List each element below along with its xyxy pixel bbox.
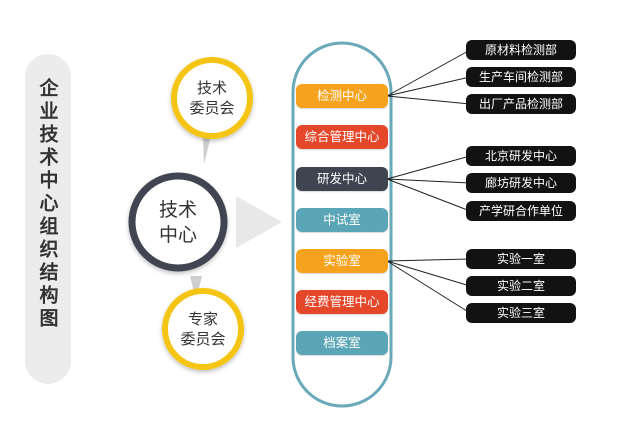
- unit-langfang-rnd[interactable]: 廊坊研发中心: [466, 173, 576, 193]
- unit-product-testing[interactable]: 出厂产品检测部: [466, 94, 576, 114]
- unit-lab-1[interactable]: 实验一室: [466, 249, 576, 269]
- dept-funding-management[interactable]: 经费管理中心: [296, 290, 388, 314]
- expert-committee-node: [162, 276, 244, 370]
- sidebar-title-panel: 企业技术中心组织结构图: [25, 54, 71, 384]
- tech-committee-node: [171, 57, 253, 164]
- dept-laboratory[interactable]: 实验室: [296, 249, 388, 273]
- dept-testing-center[interactable]: 检测中心: [296, 84, 388, 108]
- unit-industry-academia[interactable]: 产学研合作单位: [466, 201, 576, 221]
- unit-lab-3[interactable]: 实验三室: [466, 303, 576, 323]
- dept-general-management[interactable]: 综合管理中心: [296, 125, 388, 149]
- expert-committee-label: 专家 委员会: [180, 310, 226, 348]
- tech-committee-label: 技术 委员会: [189, 79, 235, 117]
- dept-rnd-center[interactable]: 研发中心: [296, 167, 388, 191]
- unit-beijing-rnd[interactable]: 北京研发中心: [466, 146, 576, 166]
- unit-workshop-testing[interactable]: 生产车间检测部: [466, 67, 576, 87]
- unit-lab-2[interactable]: 实验二室: [466, 276, 576, 296]
- dept-pilot-room[interactable]: 中试室: [296, 208, 388, 232]
- center-label: 技术 中心: [158, 199, 197, 246]
- rnd-connectors: [386, 155, 471, 212]
- dept-archives[interactable]: 档案室: [296, 331, 388, 355]
- lab-connectors: [386, 258, 471, 314]
- testing-connectors: [386, 49, 471, 105]
- center-node: [128, 172, 282, 272]
- diagram-title: 企业技术中心组织结构图: [36, 78, 59, 331]
- unit-raw-material-testing[interactable]: 原材料检测部: [466, 40, 576, 60]
